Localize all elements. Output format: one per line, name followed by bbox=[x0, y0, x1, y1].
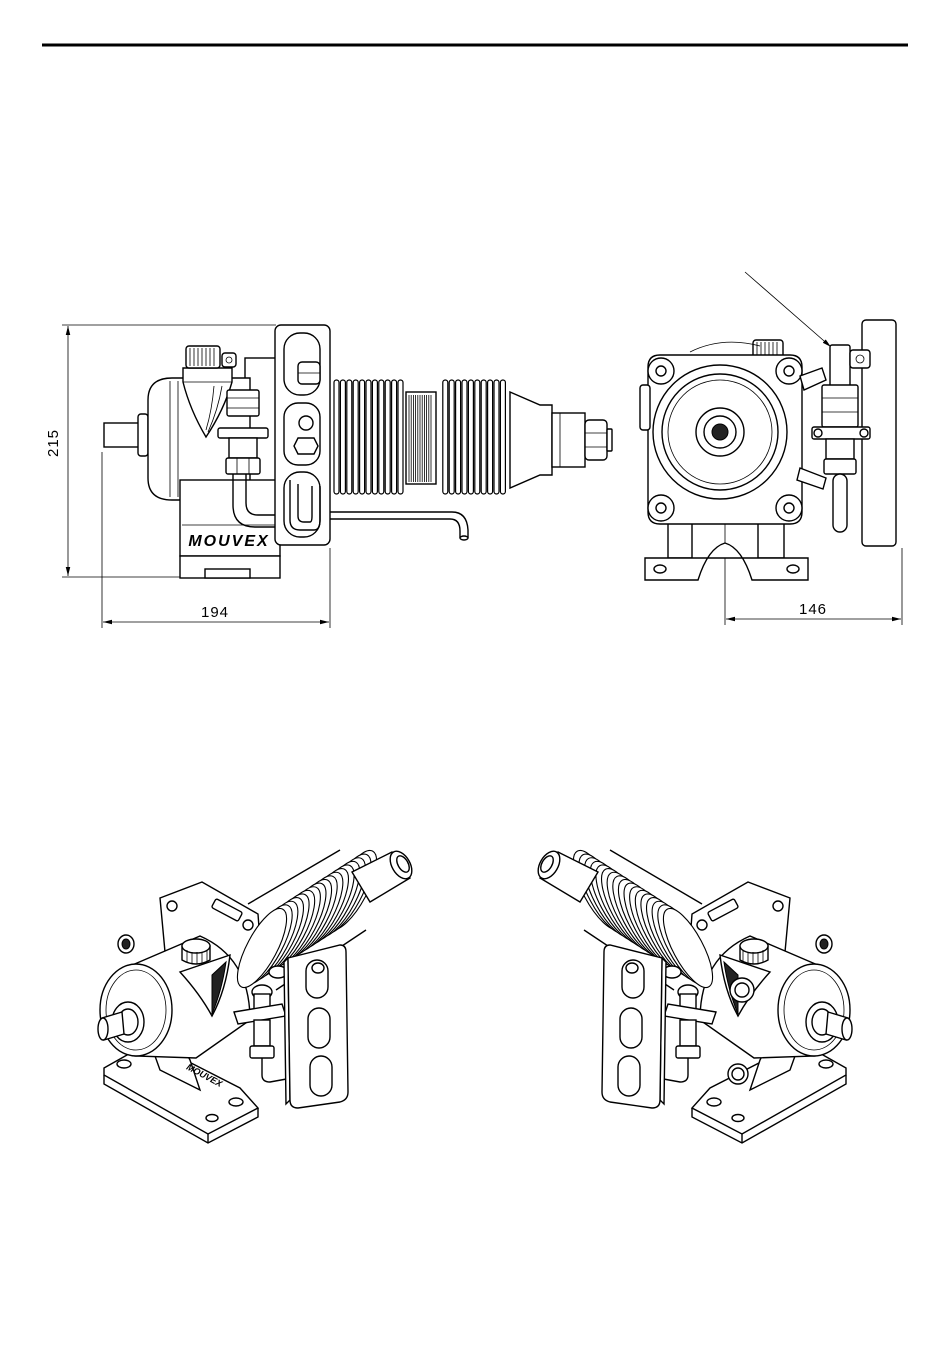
bellows-ridge bbox=[500, 380, 505, 494]
dimension-front-width-label: 146 bbox=[799, 601, 827, 618]
drive-shaft bbox=[104, 423, 139, 447]
front-cover-face bbox=[653, 365, 787, 499]
hose-clamp bbox=[406, 392, 436, 484]
foot-slot bbox=[205, 569, 250, 578]
isometric-view-right bbox=[534, 844, 852, 1143]
front-view: 146 bbox=[640, 272, 902, 625]
bellows-ridge bbox=[353, 380, 358, 494]
valve-assembly-front bbox=[797, 345, 870, 532]
iso-filler-cap bbox=[182, 939, 210, 964]
bellows-ridge bbox=[481, 380, 486, 494]
side-view: 215 194 MOUVEX bbox=[45, 325, 612, 628]
bellows-ridge bbox=[443, 380, 448, 494]
dimension-height-label: 215 bbox=[45, 429, 62, 457]
bellows-ridge bbox=[494, 380, 499, 494]
bellows-ridge bbox=[340, 380, 345, 494]
isometric-view-left bbox=[98, 844, 416, 1143]
bellows-ridge bbox=[347, 380, 352, 494]
bellows-ridge bbox=[449, 380, 454, 494]
drain-pipe bbox=[330, 512, 468, 540]
outlet-fitting-side bbox=[510, 392, 612, 488]
filler-cap-knurl bbox=[190, 348, 214, 366]
bellows-ridge bbox=[366, 380, 371, 494]
bellows-ridge bbox=[488, 380, 493, 494]
bellows-ridge bbox=[462, 380, 467, 494]
vent-nut bbox=[222, 353, 236, 367]
bellows-ridge bbox=[334, 380, 339, 494]
bellows-ridge bbox=[468, 380, 473, 494]
bellows-ridge bbox=[398, 380, 403, 494]
filler-cap bbox=[186, 346, 220, 368]
mouvex-logo-side: MOUVEX bbox=[188, 533, 269, 550]
bellows-ridge bbox=[385, 380, 390, 494]
leader-line bbox=[745, 272, 831, 347]
shaft-seal bbox=[138, 414, 148, 456]
iso-mounting-bracket bbox=[284, 945, 348, 1108]
mounting-bracket-side bbox=[275, 325, 330, 545]
bellows-ridge bbox=[475, 380, 480, 494]
bellows-ridge bbox=[392, 380, 397, 494]
iso-front-cover bbox=[98, 964, 172, 1056]
bellows-ridge bbox=[379, 380, 384, 494]
bellows-ridge bbox=[372, 380, 377, 494]
bellows-ridge bbox=[456, 380, 461, 494]
bellows-ridge bbox=[360, 380, 365, 494]
dimension-side-width-label: 194 bbox=[201, 604, 229, 621]
